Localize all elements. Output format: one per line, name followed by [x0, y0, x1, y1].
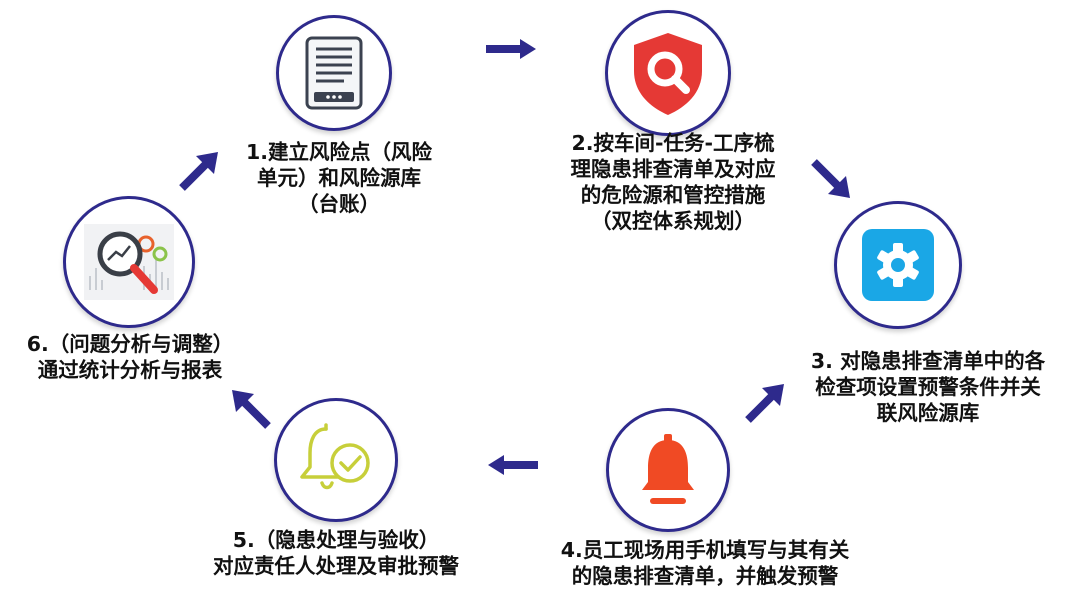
step-3-line-3: 联风险源库	[876, 401, 980, 425]
step-4-node	[606, 408, 730, 532]
step-2-line-2: 理隐患排查清单及对应	[570, 157, 776, 181]
arrow-step3-to-step4	[745, 384, 784, 423]
document-reader-icon	[305, 36, 363, 110]
arrow-step6-to-step1	[179, 152, 218, 191]
magnifier-analysis-icon	[84, 224, 174, 300]
step-3-line-2: 检查项设置预警条件并关	[815, 375, 1041, 399]
arrow-step2-to-step3	[811, 159, 850, 198]
step-3-label: 3. 对隐患排查清单中的各 检查项设置预警条件并关 联风险源库	[782, 348, 1074, 426]
step-2-line-4: （双控体系规划）	[591, 209, 755, 233]
step-4-label: 4.员工现场用手机填写与其有关 的隐患排查清单，并触发预警	[532, 537, 878, 589]
step-6-line-2: 通过统计分析与报表	[37, 358, 223, 382]
arrow-step1-to-step2	[486, 39, 536, 59]
step-2-line-3: 的危险源和管控措施	[580, 183, 766, 207]
step-6-node	[63, 196, 195, 328]
alarm-bell-icon	[642, 434, 694, 504]
gear-settings-icon	[862, 229, 934, 301]
step-1-line-1: 1.建立风险点（风险	[245, 140, 433, 164]
step-3-node	[834, 201, 962, 329]
arrow-step5-to-step6	[232, 390, 271, 429]
step-1-node	[276, 15, 392, 131]
step-4-line-2: 的隐患排查清单，并触发预警	[571, 564, 839, 588]
step-5-line-2: 对应责任人处理及审批预警	[213, 554, 459, 578]
step-6-line-1: 6.（问题分析与调整）	[26, 332, 234, 356]
step-4-line-1: 4.员工现场用手机填写与其有关	[560, 538, 850, 562]
step-5-line-1: 5.（隐患处理与验收）	[232, 528, 440, 552]
arrow-step4-to-step5	[488, 455, 538, 475]
step-1-line-3: （台账）	[298, 192, 380, 216]
step-3-line-1: 3. 对隐患排查清单中的各	[810, 349, 1046, 373]
step-6-label: 6.（问题分析与调整） 通过统计分析与报表	[4, 331, 256, 383]
step-5-node	[274, 398, 398, 522]
step-5-label: 5.（隐患处理与验收） 对应责任人处理及审批预警	[186, 527, 486, 579]
bell-check-icon	[300, 423, 370, 490]
step-1-line-2: 单元）和风险源库	[257, 166, 421, 190]
step-2-label: 2.按车间-任务-工序梳 理隐患排查清单及对应 的危险源和管控措施 （双控体系规…	[548, 130, 798, 234]
shield-search-icon	[634, 33, 702, 115]
step-2-node	[605, 10, 731, 136]
step-1-label: 1.建立风险点（风险 单元）和风险源库 （台账）	[224, 139, 454, 217]
step-2-line-1: 2.按车间-任务-工序梳	[571, 131, 775, 155]
